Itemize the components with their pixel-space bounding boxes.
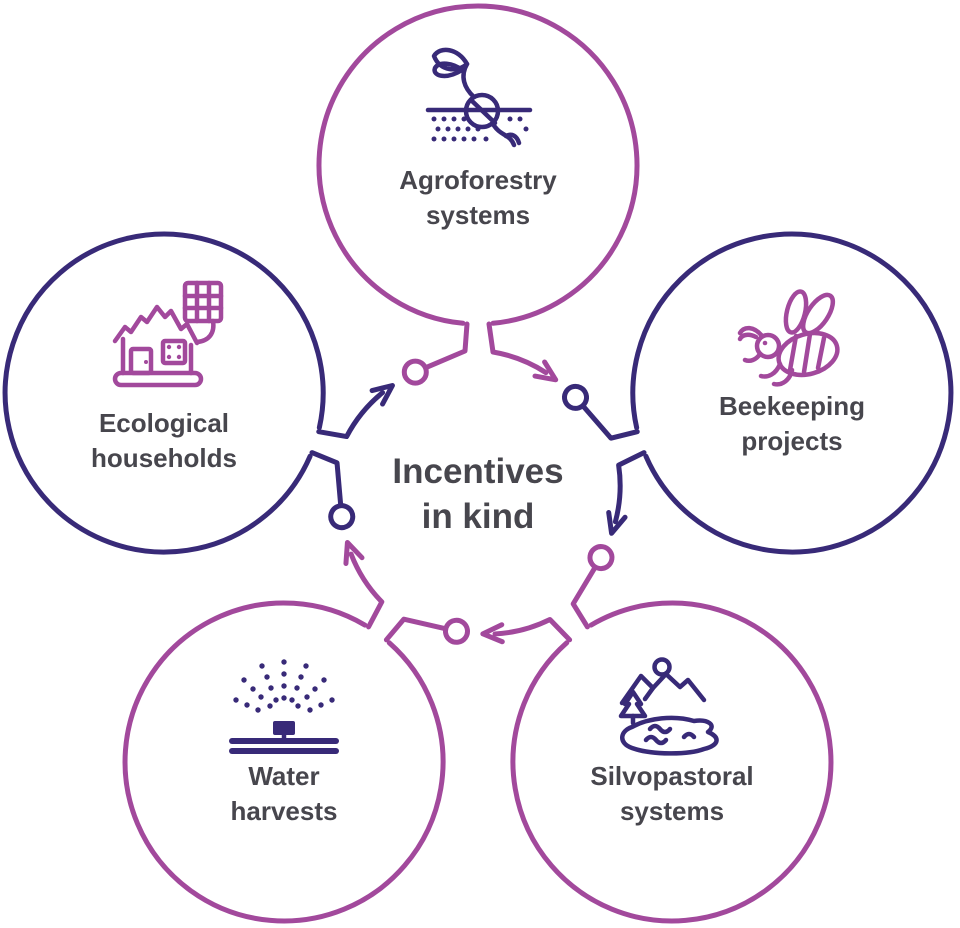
- connector-stem: [383, 616, 448, 643]
- sprout-stem: [461, 61, 477, 100]
- bee-brow: [737, 332, 759, 342]
- cycle-arc: [316, 390, 386, 440]
- bulb-slash: [468, 97, 498, 126]
- connector-stem: [423, 321, 470, 370]
- node-agroforestry: [316, 3, 640, 386]
- pond-outline: [620, 715, 719, 756]
- label-line2: harvests: [230, 796, 338, 826]
- sun: [652, 657, 672, 677]
- bee-stripes: [787, 331, 827, 375]
- house-door: [128, 346, 154, 376]
- house-roof: [112, 304, 200, 346]
- seedling-soil-icon: [425, 47, 533, 148]
- seed-bulb: [463, 92, 501, 130]
- label-silvopastoral-systems: Silvopastoral systems: [590, 759, 753, 829]
- bee-mouth: [742, 351, 763, 363]
- connector-stem: [580, 403, 640, 441]
- label-line1: Silvopastoral: [590, 761, 754, 791]
- cycle-arc: [492, 617, 573, 643]
- pond-wave-1: [647, 723, 673, 735]
- bee-wing-right: [800, 292, 836, 336]
- center-label: Incentives in kind: [392, 449, 563, 539]
- cycle-node-ring: [442, 617, 470, 645]
- solar-house-icon: [112, 280, 224, 388]
- bee-leg-front: [758, 361, 783, 379]
- node-circle-outline: [122, 600, 446, 924]
- bee-head: [754, 332, 782, 360]
- mountains-lake-icon: [618, 657, 719, 756]
- cycle-node-ring: [328, 503, 356, 531]
- solar-panel: [182, 280, 224, 324]
- label-line2: systems: [619, 796, 725, 826]
- node-circle-outline: [2, 231, 326, 555]
- connector-stem: [570, 565, 598, 630]
- node-circle-outline: [630, 231, 954, 555]
- mountain-ridge-left: [619, 673, 656, 706]
- cycle-arc: [486, 321, 549, 376]
- cycle-arc: [348, 551, 385, 630]
- node-beekeeping: [562, 231, 954, 555]
- label-line2: systems: [425, 200, 531, 230]
- cycle-node-ring: [562, 383, 590, 411]
- solar-panel-grid: [182, 280, 224, 324]
- solar-panel-pipe: [194, 318, 216, 345]
- spray-dots: [233, 659, 335, 735]
- cycle-node-ring: [401, 358, 429, 386]
- node-circle-outline: [316, 3, 640, 326]
- label-beekeeping-projects: Beekeeping projects: [719, 389, 865, 459]
- soil-dots: [431, 116, 529, 142]
- arrowhead-icon: [606, 509, 628, 536]
- arrowhead-icon: [343, 540, 365, 566]
- center-label-line2: in kind: [421, 497, 535, 536]
- house-base: [112, 370, 204, 388]
- node-circle-outline: [510, 600, 834, 924]
- arrowhead-icon: [369, 383, 395, 407]
- leaf-curl: [432, 61, 465, 79]
- label-agroforestry-systems: Agroforestry systems: [399, 163, 556, 233]
- house-detail-dots: [144, 344, 182, 364]
- house-window: [160, 338, 188, 366]
- label-line2: projects: [741, 426, 843, 456]
- bee-eye: [762, 340, 768, 346]
- label-ecological-households: Ecological households: [91, 406, 237, 476]
- cycle-arc: [612, 450, 647, 525]
- node-ecological: [2, 231, 395, 555]
- pond-wave-3: [681, 731, 697, 740]
- bee-icon: [737, 289, 840, 387]
- label-line2: households: [91, 443, 237, 473]
- label-line1: Ecological: [98, 408, 230, 438]
- arrowhead-icon: [532, 359, 559, 383]
- label-line1: Water: [248, 761, 320, 791]
- bee-antenna: [737, 325, 765, 339]
- arrowhead-icon: [480, 622, 505, 645]
- pond-wave-2: [643, 734, 669, 746]
- house-walls: [120, 336, 194, 376]
- center-label-line1: Incentives: [392, 452, 564, 491]
- label-water-harvests: Water harvests: [231, 759, 338, 829]
- sprinkler-icon: [229, 659, 339, 754]
- bee-leg-back: [771, 367, 795, 387]
- node-water-harvests: [122, 540, 470, 924]
- door-knob: [144, 360, 148, 364]
- cycle-node-ring: [587, 544, 615, 572]
- mountain-ridge-right: [650, 671, 707, 703]
- connector-stem: [309, 450, 344, 508]
- sprinkler-head: [273, 721, 295, 735]
- label-line1: Beekeeping: [719, 391, 865, 421]
- node-silvopastoral: [480, 544, 834, 924]
- label-line1: Agroforestry: [399, 165, 557, 195]
- root-branch: [503, 132, 522, 146]
